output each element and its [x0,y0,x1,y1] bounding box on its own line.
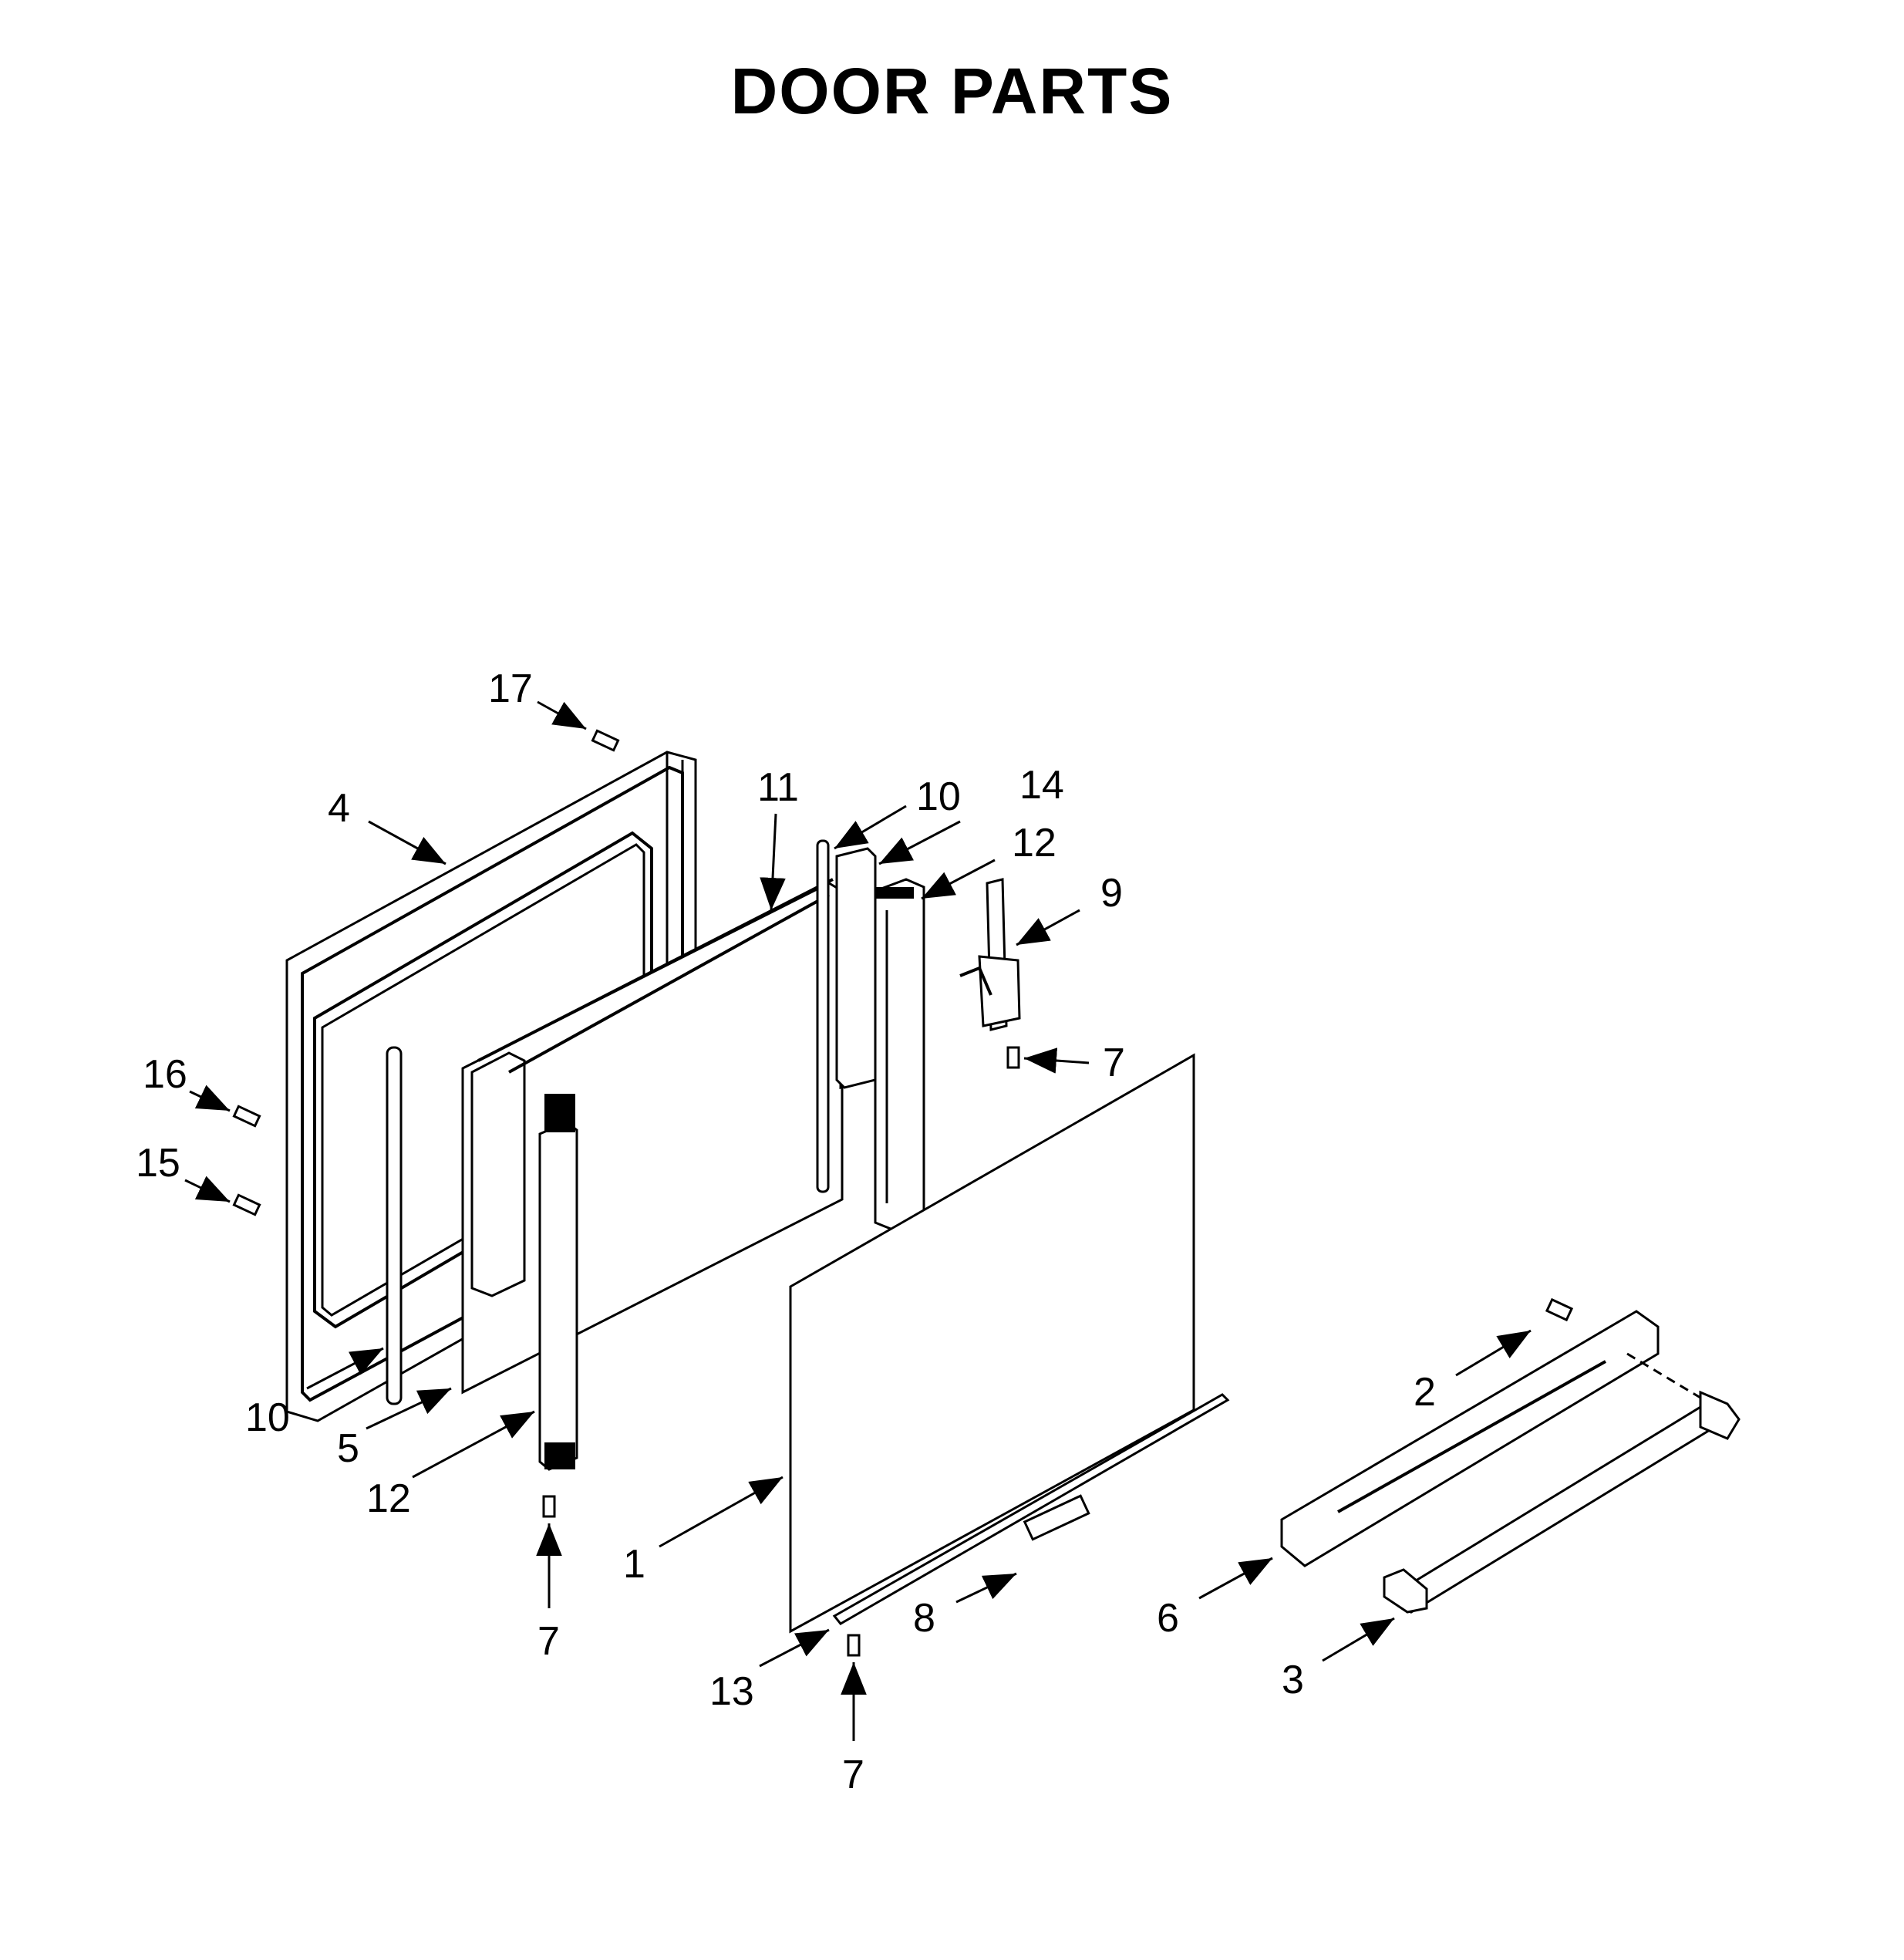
callout-3: 3 [1282,1658,1304,1702]
door-handle [1383,1390,1741,1614]
callout-7b: 7 [538,1619,560,1664]
page-title: DOOR PARTS [730,55,1174,127]
callout-14: 14 [1019,763,1064,808]
callout-12b: 12 [366,1476,411,1521]
leader-lines [184,700,1701,1741]
nameplate-badge [1023,1494,1090,1541]
callout-6: 6 [1157,1596,1179,1641]
callout-1: 1 [623,1542,645,1587]
callout-9: 9 [1100,871,1123,916]
handle-mount-rail [1280,1310,1660,1567]
screws [232,729,1574,1657]
callout-17: 17 [488,666,533,711]
bottom-trim [832,1393,1230,1625]
door-channel-bracket-left [538,1094,578,1471]
outer-glass-panel [789,1053,1195,1634]
callout-2: 2 [1414,1370,1436,1415]
callout-labels: 17 4 11 10 14 12 9 7 16 15 10 5 12 7 1 1… [136,666,1436,1797]
callout-4: 4 [328,786,350,831]
callout-7c: 7 [842,1753,864,1797]
callout-10b: 10 [245,1395,290,1440]
callout-15: 15 [136,1141,180,1186]
callout-16: 16 [143,1052,187,1097]
callout-13: 13 [709,1669,754,1714]
door-hinge [959,878,1021,1031]
callout-8: 8 [913,1596,935,1641]
insulation-block [835,847,877,1089]
door-channel-bracket-right [874,878,925,1232]
callout-12: 12 [1012,821,1056,865]
callout-7: 7 [1103,1041,1125,1085]
callout-11: 11 [757,765,799,810]
gasket-strip-left [386,1046,403,1405]
callout-5: 5 [337,1426,359,1471]
callout-10: 10 [916,774,961,819]
